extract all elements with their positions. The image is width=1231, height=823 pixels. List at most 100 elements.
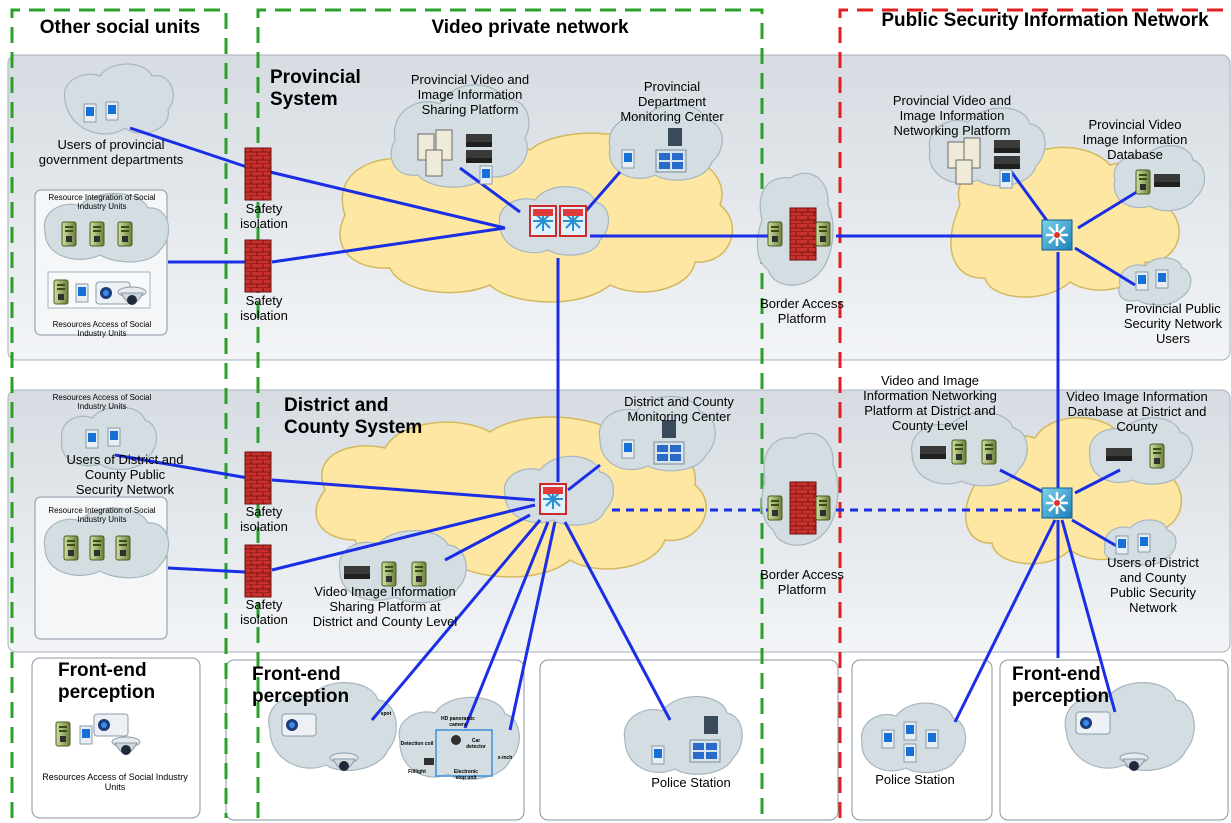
server-icon	[815, 221, 831, 247]
switch-icon	[1040, 218, 1074, 252]
server-icon	[951, 439, 967, 465]
computer-icon	[79, 725, 93, 745]
computer-icon	[107, 427, 121, 447]
computer-icon	[621, 439, 635, 459]
server-icon	[1154, 174, 1180, 187]
server-icon	[63, 535, 79, 561]
region-borders	[10, 8, 1228, 818]
label-border-access-2: Border Access Platform	[760, 567, 844, 597]
server-icon	[767, 221, 783, 247]
firewall-icon	[789, 481, 817, 535]
computer-icon	[75, 283, 89, 303]
server-icon	[815, 495, 831, 521]
computer-icon	[925, 729, 939, 749]
camera-icon	[93, 713, 129, 737]
label-safety-isolation-1: Safety isolation	[240, 201, 288, 231]
firewall-icon	[789, 207, 817, 261]
label-district-psn-users: Users of District and County Public Secu…	[1107, 555, 1199, 615]
devices	[47, 101, 1180, 777]
label-resources-access-top: Resources Access of Social Industry Unit…	[52, 320, 152, 339]
computer-icon	[85, 429, 99, 449]
server-icon	[411, 561, 427, 587]
label-prov-sharing-platform: Provincial Video and Image Information S…	[410, 72, 530, 117]
label-car-detector: Car detector	[466, 738, 486, 750]
computer-icon	[651, 745, 665, 765]
switch-icon	[539, 483, 567, 515]
server-icon	[767, 495, 783, 521]
header-other-social-units: Other social units	[39, 17, 201, 38]
computer-icon	[881, 729, 895, 749]
label-prov-database: Provincial Video Image Information Datab…	[1082, 117, 1188, 162]
computer-icon	[1115, 535, 1129, 555]
switch-icon	[529, 205, 557, 237]
computer-icon	[1137, 533, 1151, 553]
server-icon	[1135, 169, 1151, 195]
server-icon	[55, 721, 71, 747]
label-district-networking-platform: Video and Image Information Networking P…	[863, 373, 997, 433]
label-police-station-1: Police Station	[651, 775, 731, 790]
camera-icon	[1075, 711, 1111, 735]
computer-icon	[1135, 271, 1149, 291]
computer-icon	[903, 743, 917, 763]
label-users-provincial-gov: Users of provincial government departmen…	[38, 137, 184, 167]
computer-icon	[479, 165, 493, 185]
server-icon	[1106, 448, 1132, 461]
label-users-district-psn: Users of District and County Public Secu…	[66, 452, 184, 497]
header-video-private-network: Video private network	[431, 17, 629, 38]
label-spot: spot	[380, 711, 392, 717]
monitor-wall-icon	[689, 739, 721, 763]
monitor-wall-icon	[653, 441, 685, 465]
front-end-title-1: Front-end perception	[58, 660, 156, 703]
district-system-title: District and County System	[284, 395, 423, 438]
firewall-icon	[244, 451, 272, 505]
server-icon	[344, 566, 370, 579]
server-icon	[89, 535, 105, 561]
front-end-title-3: Front-end perception	[1012, 664, 1110, 707]
server-icon	[466, 150, 492, 163]
server-icon	[981, 439, 997, 465]
front-end-title-2: Front-end perception	[252, 664, 350, 707]
server-icon	[994, 156, 1020, 169]
computer-icon	[621, 149, 635, 169]
label-elec-stop: Electronic stop unit	[453, 769, 479, 781]
computer-icon	[903, 721, 917, 741]
server-icon	[117, 221, 133, 247]
label-district-sharing-platform: Video Image Information Sharing Platform…	[312, 584, 458, 629]
label-district-database: Video Image Information Database at Dist…	[1066, 389, 1208, 434]
label-prov-dept-monitoring: Provincial Department Monitoring Center	[620, 79, 724, 124]
server-icon	[920, 446, 946, 459]
label-resource-integration-mid: Resource Integration of Social Industry …	[48, 506, 156, 525]
server-icon	[466, 134, 492, 147]
server-icon	[53, 279, 69, 305]
label-safety-isolation-4: Safety isolation	[240, 597, 288, 627]
computer-icon	[1155, 269, 1169, 289]
label-police-station-2: Police Station	[875, 772, 955, 787]
server-icon	[1149, 443, 1165, 469]
label-resource-integration-top: Resource Integration of Social Industry …	[48, 193, 156, 212]
camera-icon	[281, 713, 317, 737]
firewall-icon	[244, 147, 272, 201]
computer-icon	[83, 103, 97, 123]
label-border-access-1: Border Access Platform	[760, 296, 844, 326]
server-icon	[89, 221, 105, 247]
label-safety-isolation-2: Safety isolation	[240, 293, 288, 323]
monitor-wall-icon	[655, 149, 687, 173]
switch-icon	[559, 205, 587, 237]
computer-icon	[999, 169, 1013, 189]
server-icon	[381, 561, 397, 587]
label-fill-light: Filllight	[408, 769, 426, 775]
label-safety-isolation-3: Safety isolation	[240, 504, 288, 534]
server-icon	[61, 221, 77, 247]
label-prov-networking-platform: Provincial Video and Image Information N…	[892, 93, 1012, 138]
header-public-security-network: Public Security Information Network	[881, 10, 1209, 31]
switch-icon	[1040, 486, 1074, 520]
computer-icon	[105, 101, 119, 121]
firewall-icon	[244, 239, 272, 293]
network-links	[114, 126, 1141, 731]
label-resources-access-bottom: Resources Access of Social Industry Unit…	[42, 772, 188, 793]
provincial-system-title: Provincial System	[270, 67, 361, 110]
label-prov-psn-users: Provincial Public Security Network Users	[1123, 301, 1223, 346]
label-hd-camera: HD panoramic camera	[441, 716, 475, 728]
label-resources-access-mid: Resources Access of Social Industry Unit…	[52, 393, 152, 412]
